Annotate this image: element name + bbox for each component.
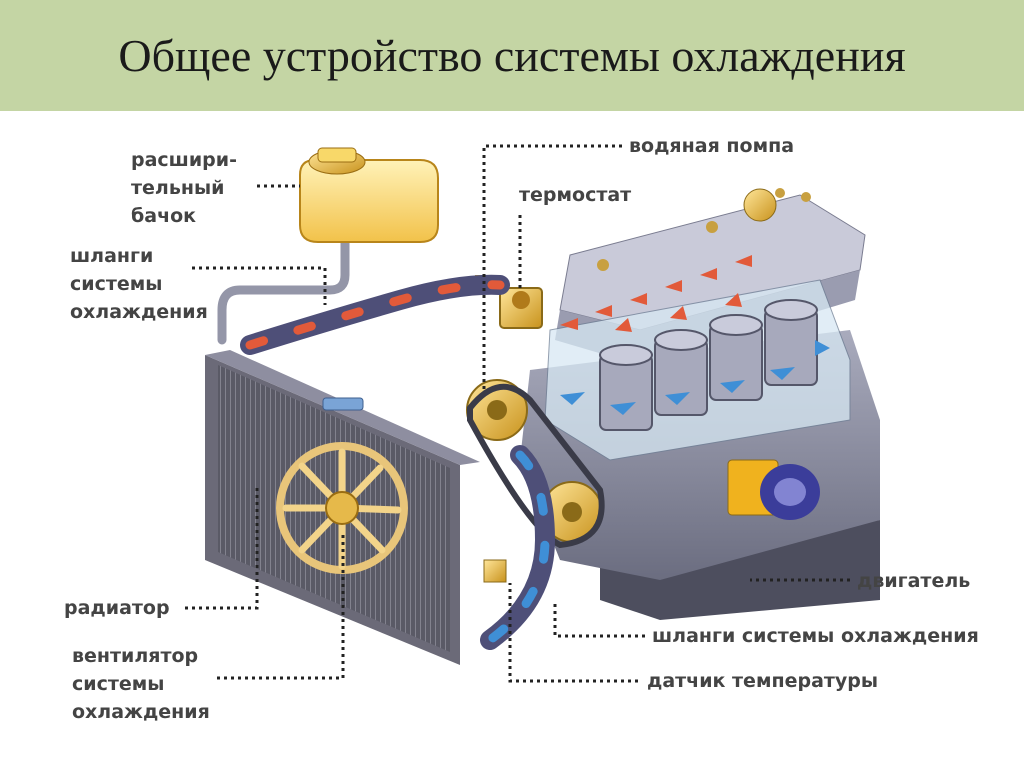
label-expansion-tank-line-2: тельный [131, 177, 225, 199]
label-fan: вентилятор системы охлаждения [72, 642, 222, 726]
label-thermostat: термостат [519, 184, 632, 206]
title-band [0, 0, 1024, 111]
label-engine: двигатель [857, 570, 971, 592]
label-expansion-tank-line-3: бачок [131, 205, 197, 227]
label-hoses-left-line-1: шланги [70, 245, 154, 267]
slide-title: Общее устройство системы охлаждения [118, 30, 906, 81]
label-hoses-left-line-3: охлаждения [70, 301, 208, 323]
cold-flow-arrows [560, 340, 830, 415]
cooling-system-diagram [185, 144, 880, 683]
label-hoses-bottom: шланги системы охлаждения [652, 625, 979, 647]
label-radiator: радиатор [64, 597, 170, 619]
cylinders [599, 299, 818, 431]
oil-filter [727, 459, 820, 520]
label-hoses-left-line-2: системы [70, 273, 163, 295]
engine-block [466, 188, 880, 620]
label-hoses-left: шланги системы охлаждения [70, 242, 220, 326]
label-expansion-tank: расшири- тельный бачок [131, 146, 251, 230]
expansion-tank [299, 147, 439, 243]
coolant-hoses [217, 220, 556, 650]
label-temp-sensor: датчик температуры [647, 670, 879, 692]
hot-flow-arrows [560, 255, 752, 332]
leader-lines [185, 144, 850, 683]
pulleys [466, 379, 605, 549]
label-fan-line-1: вентилятор [72, 645, 199, 667]
label-expansion-tank-line-1: расшири- [131, 149, 237, 171]
label-fan-line-3: охлаждения [72, 701, 210, 723]
label-water-pump: водяная помпа [629, 135, 795, 157]
label-fan-line-2: системы [72, 673, 165, 695]
